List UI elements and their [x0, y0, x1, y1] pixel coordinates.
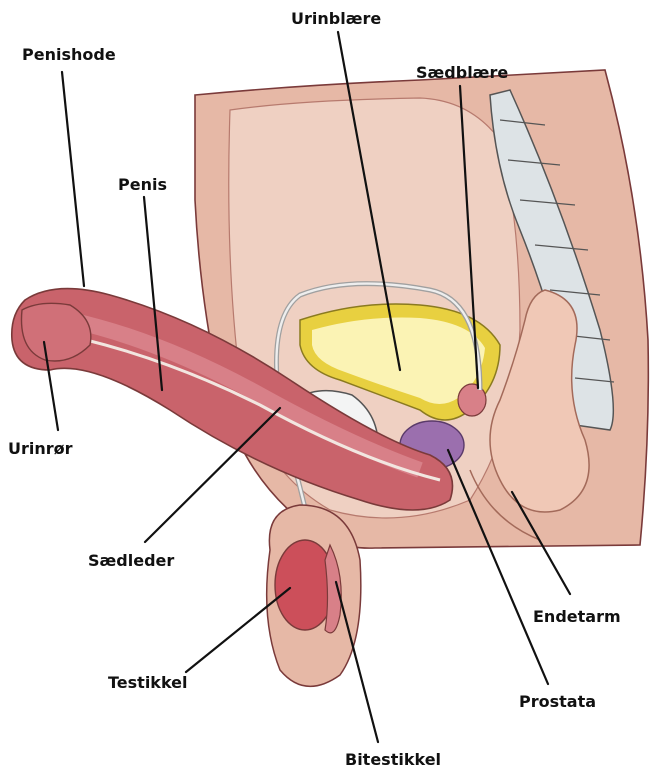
label-penishode: Penishode	[22, 45, 116, 64]
label-testikkel: Testikkel	[108, 673, 187, 692]
label-endetarm: Endetarm	[533, 607, 621, 626]
leader-penishode	[62, 72, 84, 286]
label-bitestikkel: Bitestikkel	[345, 750, 441, 769]
testikkel-shape	[275, 540, 335, 630]
label-urinblaere: Urinblære	[291, 9, 381, 28]
label-prostata: Prostata	[519, 692, 596, 711]
label-penis: Penis	[118, 175, 167, 194]
label-saedleder: Sædleder	[88, 551, 174, 570]
label-saedblaere: Sædblære	[416, 63, 508, 82]
label-urinror: Urinrør	[8, 439, 73, 458]
